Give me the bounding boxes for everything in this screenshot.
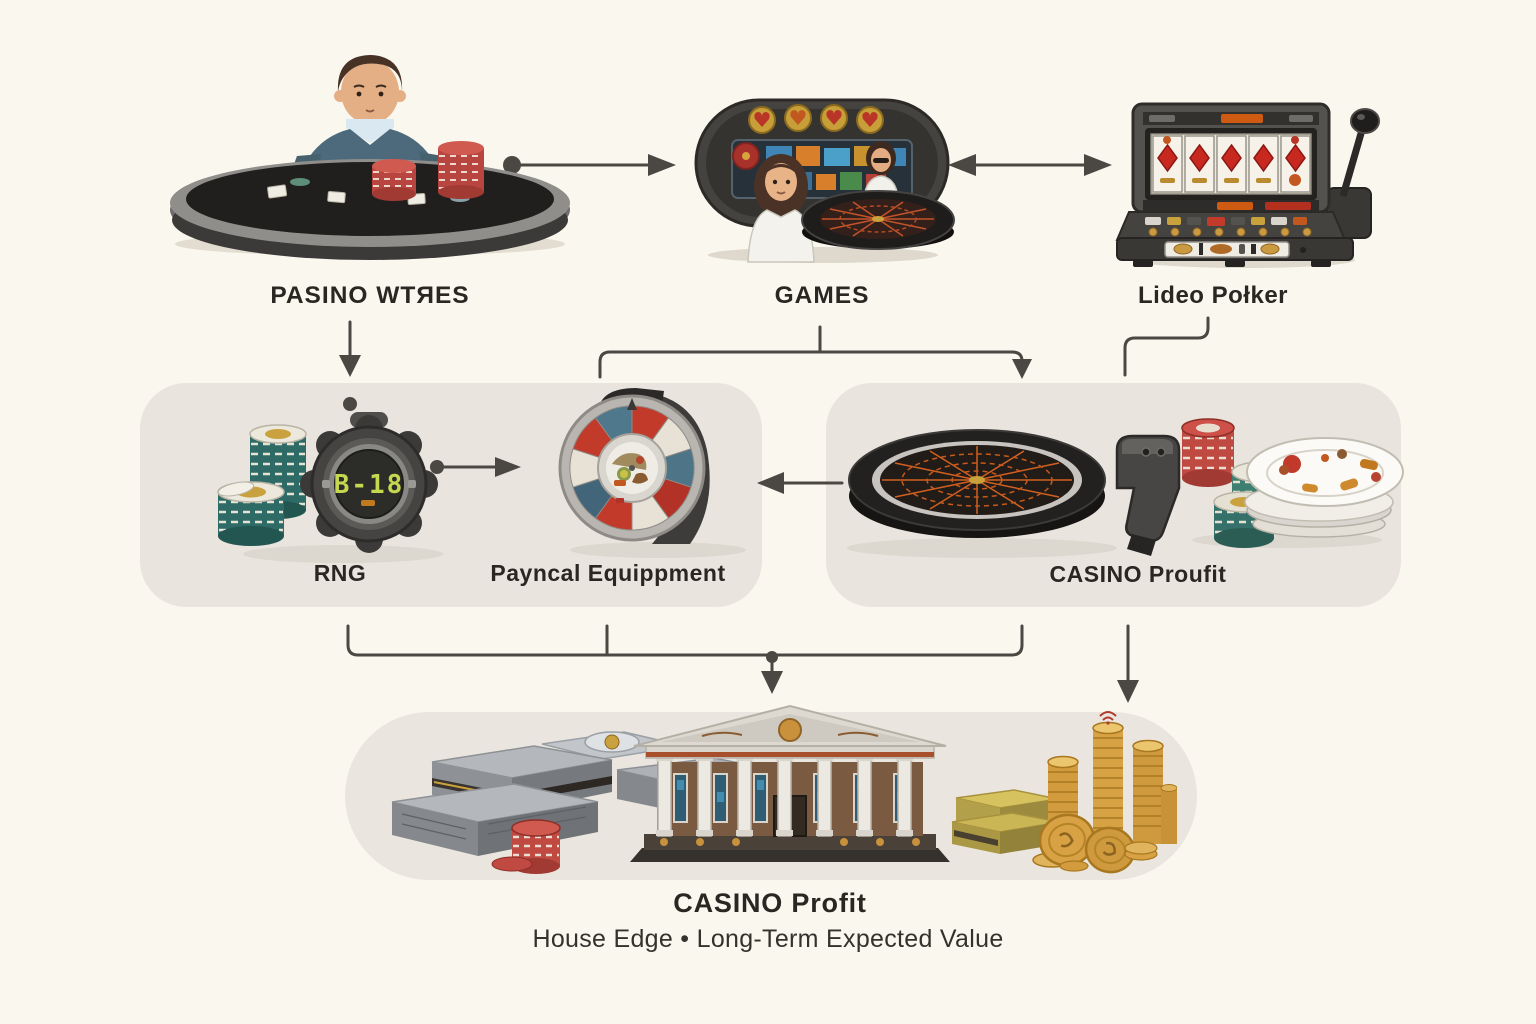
arrow-profitpanel-to-bottom <box>1117 624 1139 703</box>
fortune-wheel-illustration <box>558 388 746 558</box>
arrow-table-to-games <box>503 154 676 176</box>
teal-chip-stack-front <box>217 481 285 546</box>
coin-stack-tall <box>1092 711 1124 846</box>
wheel-center-collage <box>612 453 648 486</box>
rng-device-illustration: B-18 <box>217 412 443 563</box>
video-poker-node-label: Lideo Połker <box>1137 282 1289 309</box>
dealer-table-illustration <box>170 55 570 260</box>
connector-panels-to-bottom <box>346 624 1024 694</box>
arrow-games-poker-bidirectional <box>948 154 1112 176</box>
coin-stack-edge <box>1160 784 1177 844</box>
machine-console <box>1115 211 1347 241</box>
connector-poker-to-profit-panel <box>1123 316 1210 377</box>
connector-games-to-panels <box>598 325 1032 379</box>
bank-building <box>630 704 950 862</box>
machine-body <box>1131 102 1331 214</box>
slot-lever <box>1326 108 1380 239</box>
table-node-label: PASINO WTЯES <box>270 282 470 309</box>
heart-badges <box>748 104 884 134</box>
console-coin-icons <box>1148 227 1312 237</box>
wheel-face <box>558 394 706 542</box>
console-buttons <box>1145 217 1307 226</box>
red-chip-stack <box>1181 418 1235 487</box>
video-poker-illustration <box>1115 102 1380 268</box>
bank-pediment <box>633 704 947 747</box>
loose-coins <box>1032 813 1158 874</box>
gold-coin-stacks <box>1032 711 1177 874</box>
rng-gadget: B-18 <box>300 412 438 553</box>
reels <box>1152 135 1311 193</box>
mini-roulette-wheel <box>801 190 955 250</box>
rng-panel-dot <box>343 397 357 411</box>
arrow-profit-to-equipment <box>757 472 844 494</box>
games-console-illustration <box>694 98 955 263</box>
casino-profit-title: CASINO Profit <box>673 888 867 918</box>
card-shoe-device <box>1115 434 1181 556</box>
casino-table <box>170 141 570 260</box>
casino-profit-scene-illustration <box>391 704 1177 874</box>
arrow-rng-to-equipment <box>430 457 521 477</box>
profit-equipment-illustration <box>847 418 1404 558</box>
dealer-woman-center <box>747 154 815 263</box>
bank-columns <box>656 756 913 837</box>
games-node-label: GAMES <box>774 282 870 309</box>
signal-mark-icon <box>1099 711 1117 725</box>
plate-snacks <box>1279 449 1381 493</box>
red-chip-stacks <box>372 141 484 201</box>
equipment-label: Payncal Equippment <box>490 560 726 586</box>
snack-plates <box>1244 437 1404 538</box>
reel-minor-symbols <box>1160 136 1301 186</box>
casino-profit-subtitle: House Edge • Long-Term Expected Value <box>532 925 1004 953</box>
rng-label: RNG <box>313 560 367 586</box>
roulette-bowl <box>848 429 1106 538</box>
diamond-symbols <box>1157 143 1306 173</box>
red-chip-stack-small <box>491 819 561 874</box>
profit-panel-label: CASINO Proufit <box>1049 561 1227 587</box>
rng-display: B-18 <box>334 470 405 500</box>
machine-base <box>1116 237 1354 267</box>
coin-stack <box>1132 739 1164 844</box>
arrow-table-label-to-rng-panel <box>339 320 361 411</box>
bowl-web <box>882 446 1072 514</box>
